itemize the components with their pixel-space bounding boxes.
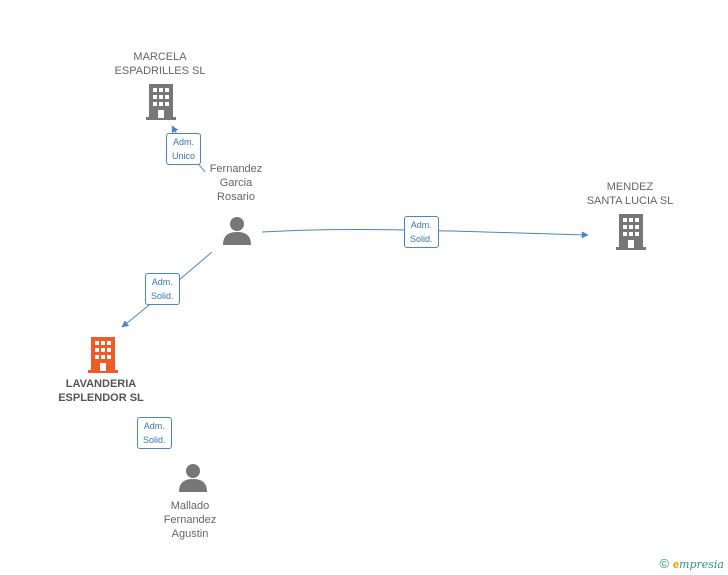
edge-label-adm-solid-mallado[interactable]: Adm. Solid.: [137, 417, 172, 449]
node-mendez[interactable]: MENDEZ SANTA LUCIA SL: [570, 180, 690, 208]
copyright-icon: ©: [659, 556, 669, 571]
edge-label-adm-solid-lavanderia[interactable]: Adm. Solid.: [145, 273, 180, 305]
building-icon: [616, 214, 646, 250]
node-mallado-label: Mallado Fernandez Agustin: [163, 500, 217, 540]
brand-logo-e: e: [672, 559, 680, 571]
node-lavanderia-label: LAVANDERIA ESPLENDOR SL: [58, 378, 144, 404]
person-icon: [179, 464, 207, 492]
node-fernandez-label: Fernandez Garcia Rosario: [209, 163, 263, 203]
building-icon-highlight: [88, 337, 118, 373]
building-icon: [146, 84, 176, 120]
node-marcela[interactable]: MARCELA ESPADRILLES SL: [100, 50, 220, 78]
node-marcela-label: MARCELA ESPADRILLES SL: [114, 51, 206, 77]
brand-logo-text: mpresia: [679, 558, 724, 571]
person-icon: [223, 217, 251, 245]
node-fernandez[interactable]: Fernandez Garcia Rosario: [196, 162, 276, 204]
node-mallado[interactable]: Mallado Fernandez Agustin: [150, 499, 230, 541]
edge-label-adm-unico[interactable]: Adm. Unico: [166, 133, 202, 165]
node-lavanderia[interactable]: LAVANDERIA ESPLENDOR SL: [41, 377, 161, 405]
edge-label-adm-solid-mendez[interactable]: Adm. Solid.: [404, 216, 439, 248]
node-mendez-label: MENDEZ SANTA LUCIA SL: [586, 181, 674, 207]
brand-footer: ©empresia: [659, 556, 724, 571]
